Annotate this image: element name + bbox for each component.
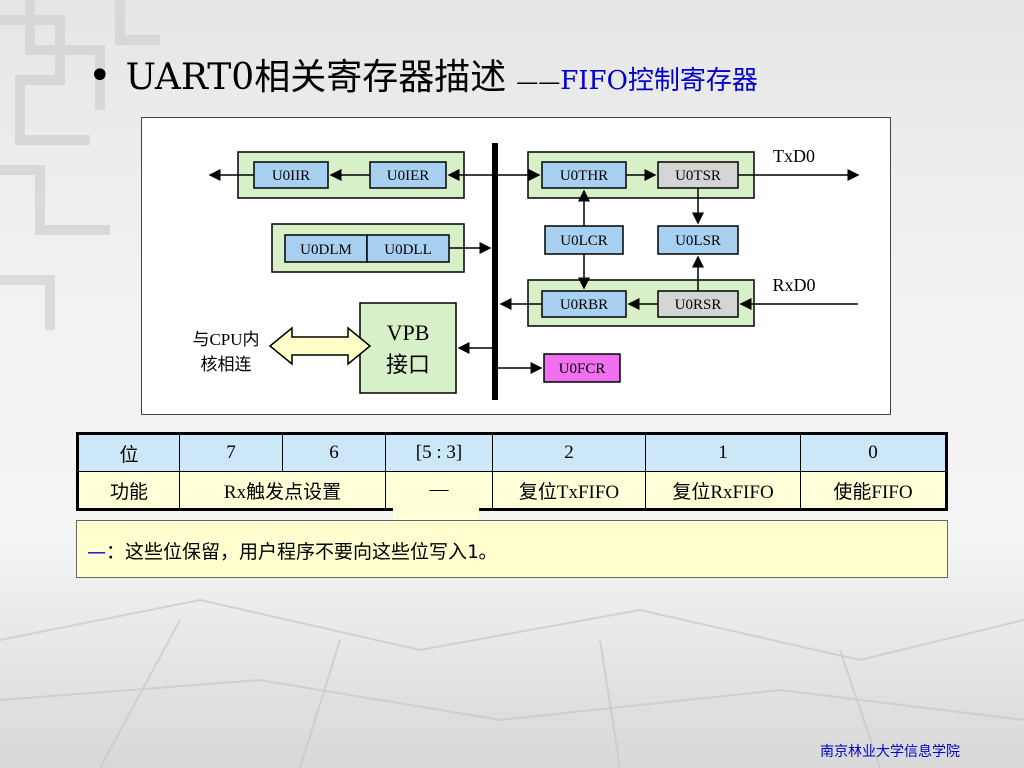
header-cell: [5 : 3] bbox=[385, 433, 493, 472]
diagram-svg: U0IIR U0IER U0DLM U0DLL U0THR U0TSR U0LC… bbox=[192, 143, 860, 400]
rx-trigger-cell: Rx触发点设置 bbox=[179, 471, 386, 510]
slide-title: • UART0相关寄存器描述 ——FIFO控制寄存器 bbox=[88, 48, 758, 100]
reg-u0ier: U0IER bbox=[369, 161, 447, 189]
note-text: ：这些位保留，用户程序不要向这些位写入 bbox=[106, 541, 468, 563]
enable-fifo-cell: 使能FIFO bbox=[800, 471, 947, 510]
uart-block-diagram: U0IIR U0IER U0DLM U0DLL U0THR U0TSR U0LC… bbox=[141, 117, 891, 415]
reg-u0dlm: U0DLM bbox=[284, 234, 368, 263]
svg-text:U0IER: U0IER bbox=[387, 168, 430, 184]
function-label-cell: 功能 bbox=[77, 471, 180, 510]
svg-text:U0LSR: U0LSR bbox=[675, 233, 721, 249]
header-cell: 1 bbox=[645, 433, 801, 472]
svg-text:U0LCR: U0LCR bbox=[560, 233, 608, 249]
svg-text:U0DLM: U0DLM bbox=[300, 242, 352, 258]
note-symbol: — bbox=[87, 541, 106, 563]
svg-text:U0THR: U0THR bbox=[560, 168, 608, 184]
svg-text:U0RSR: U0RSR bbox=[675, 297, 722, 313]
internal-bus bbox=[492, 143, 498, 400]
note-end: 。 bbox=[478, 541, 498, 563]
note-value: 1 bbox=[467, 541, 479, 563]
svg-text:U0FCR: U0FCR bbox=[559, 361, 606, 377]
txd0-label: TxD0 bbox=[773, 146, 815, 166]
svg-text:U0RBR: U0RBR bbox=[560, 297, 608, 313]
reserved-cell: — bbox=[385, 471, 493, 510]
svg-text:U0DLL: U0DLL bbox=[384, 242, 432, 258]
header-cell: 7 bbox=[179, 433, 283, 472]
reg-u0lcr: U0LCR bbox=[544, 225, 624, 255]
subtitle-text: FIFO控制寄存器 bbox=[560, 66, 758, 96]
reg-u0lsr: U0LSR bbox=[657, 225, 739, 255]
header-cell: 0 bbox=[800, 433, 947, 472]
bullet-icon: • bbox=[88, 53, 112, 99]
svg-text:U0IIR: U0IIR bbox=[272, 168, 310, 184]
rxd0-label: RxD0 bbox=[772, 275, 815, 295]
footer-institution: 南京林业大学信息学院 bbox=[820, 744, 960, 760]
cpu-label-line2: 核相连 bbox=[201, 355, 252, 374]
table-header-row: 位 7 6 [5 : 3] 2 1 0 bbox=[77, 433, 947, 472]
table-function-row: 功能 Rx触发点设置 — 复位TxFIFO 复位RxFIFO 使能FIFO bbox=[77, 471, 947, 510]
reg-u0iir: U0IIR bbox=[253, 161, 329, 189]
title-text: UART0相关寄存器描述 bbox=[125, 57, 507, 98]
svg-text:接口: 接口 bbox=[386, 352, 430, 377]
reset-txfifo-cell: 复位TxFIFO bbox=[492, 471, 646, 510]
reg-u0rbr: U0RBR bbox=[541, 290, 627, 318]
cpu-label-line1: 与CPU内 bbox=[192, 330, 259, 349]
reg-u0rsr: U0RSR bbox=[657, 290, 739, 318]
note-callout-pointer bbox=[393, 505, 479, 523]
reg-u0fcr: U0FCR bbox=[543, 353, 621, 383]
header-cell: 2 bbox=[492, 433, 646, 472]
header-cell: 6 bbox=[282, 433, 386, 472]
svg-text:U0TSR: U0TSR bbox=[675, 168, 721, 184]
svg-text:VPB: VPB bbox=[387, 320, 430, 345]
reg-u0dll: U0DLL bbox=[366, 234, 450, 263]
reg-u0thr: U0THR bbox=[541, 161, 627, 189]
title-dash: —— bbox=[516, 70, 561, 95]
header-cell: 位 bbox=[77, 433, 180, 472]
vpb-interface-block: VPB 接口 bbox=[359, 302, 457, 394]
fcr-bit-table: 位 7 6 [5 : 3] 2 1 0 功能 Rx触发点设置 — 复位TxFIF… bbox=[76, 432, 948, 511]
reserved-bits-note: —：这些位保留，用户程序不要向这些位写入1。 bbox=[76, 520, 948, 578]
cpu-double-arrow bbox=[268, 326, 372, 366]
reg-u0tsr: U0TSR bbox=[657, 161, 739, 189]
reset-rxfifo-cell: 复位RxFIFO bbox=[645, 471, 801, 510]
